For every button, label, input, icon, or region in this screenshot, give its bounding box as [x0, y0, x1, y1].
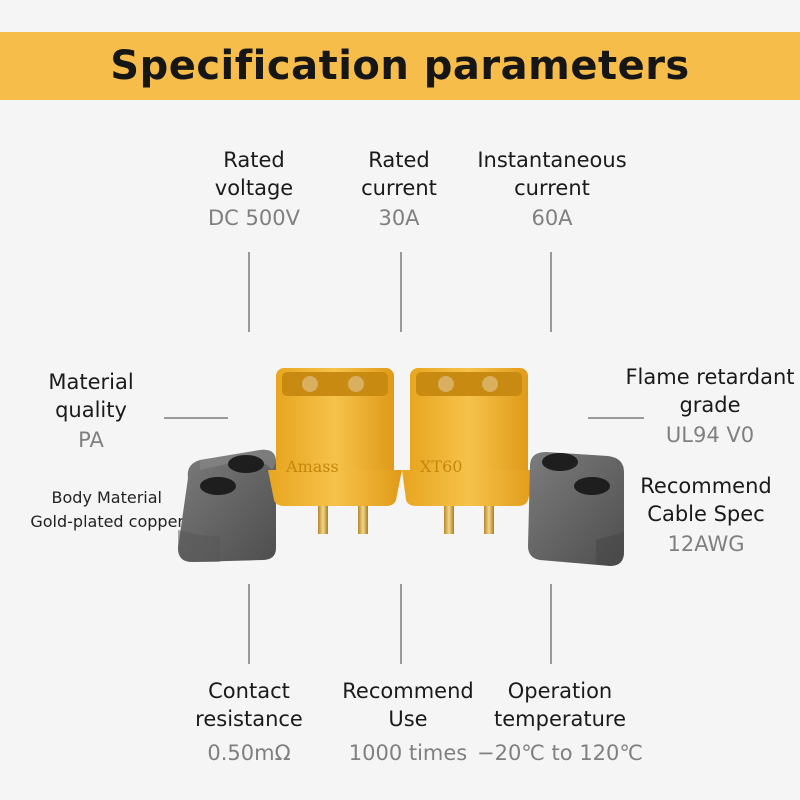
spec-body-material: Body Material Gold-plated copper [4, 486, 184, 534]
spec-label: quality [55, 398, 127, 422]
leader-line [550, 584, 552, 664]
page-title: Specification parameters [110, 43, 690, 89]
spec-label: Gold-plated copper [30, 512, 184, 531]
spec-rated-current: Rated current 30A [340, 146, 458, 232]
spec-rated-voltage: Rated voltage DC 500V [190, 146, 318, 232]
right-connector: XT60 [402, 368, 536, 534]
spec-label: Material [48, 370, 134, 394]
spec-label: temperature [494, 707, 626, 731]
spec-label: current [514, 176, 590, 200]
spec-value: 0.50mΩ [207, 741, 291, 765]
leader-line [248, 584, 250, 664]
spec-contact-resistance: Contact resistance 0.50mΩ [184, 677, 314, 767]
spec-label: Recommend [342, 679, 474, 703]
spec-value: DC 500V [208, 206, 300, 230]
spec-instant-current: Instantaneous current 60A [458, 146, 646, 232]
spec-value: 60A [531, 206, 573, 230]
title-banner: Specification parameters [0, 32, 800, 100]
spec-label: Use [388, 707, 428, 731]
spec-label: Cable Spec [647, 502, 765, 526]
leader-line [400, 584, 402, 664]
right-cable-cap [528, 452, 624, 566]
spec-value: −20℃ to 120℃ [476, 741, 643, 765]
spec-label: Rated [223, 148, 285, 172]
spec-operation-temp: Operation temperature −20℃ to 120℃ [476, 677, 644, 767]
connector-marking: XT60 [420, 457, 462, 476]
spec-material: Material quality PA [20, 368, 162, 454]
spec-label: Contact [208, 679, 290, 703]
left-cable-cap [178, 449, 276, 562]
spec-label: resistance [195, 707, 303, 731]
spec-flame-grade: Flame retardant grade UL94 V0 [612, 363, 800, 449]
spec-label: Operation [507, 679, 613, 703]
leader-line [248, 252, 250, 332]
leader-line [164, 417, 228, 419]
spec-label: current [361, 176, 437, 200]
spec-label: Instantaneous [477, 148, 627, 172]
spec-value: 12AWG [667, 532, 745, 556]
left-connector: Amass [268, 368, 402, 534]
spec-cable: Recommend Cable Spec 12AWG [628, 472, 784, 558]
spec-recommend-use: Recommend Use 1000 times [326, 677, 490, 767]
leader-line [588, 417, 644, 419]
spec-label: Recommend [640, 474, 772, 498]
spec-label: voltage [214, 176, 294, 200]
spec-value: PA [78, 428, 104, 452]
leader-line [400, 252, 402, 332]
leader-line [550, 252, 552, 332]
spec-label: grade [679, 393, 741, 417]
spec-label: Rated [368, 148, 430, 172]
spec-value: 1000 times [348, 741, 468, 765]
spec-label: Flame retardant [625, 365, 795, 389]
spec-value: UL94 V0 [665, 423, 755, 447]
spec-label: Body Material [51, 488, 162, 507]
connector-marking: Amass [285, 457, 339, 476]
spec-value: 30A [378, 206, 420, 230]
